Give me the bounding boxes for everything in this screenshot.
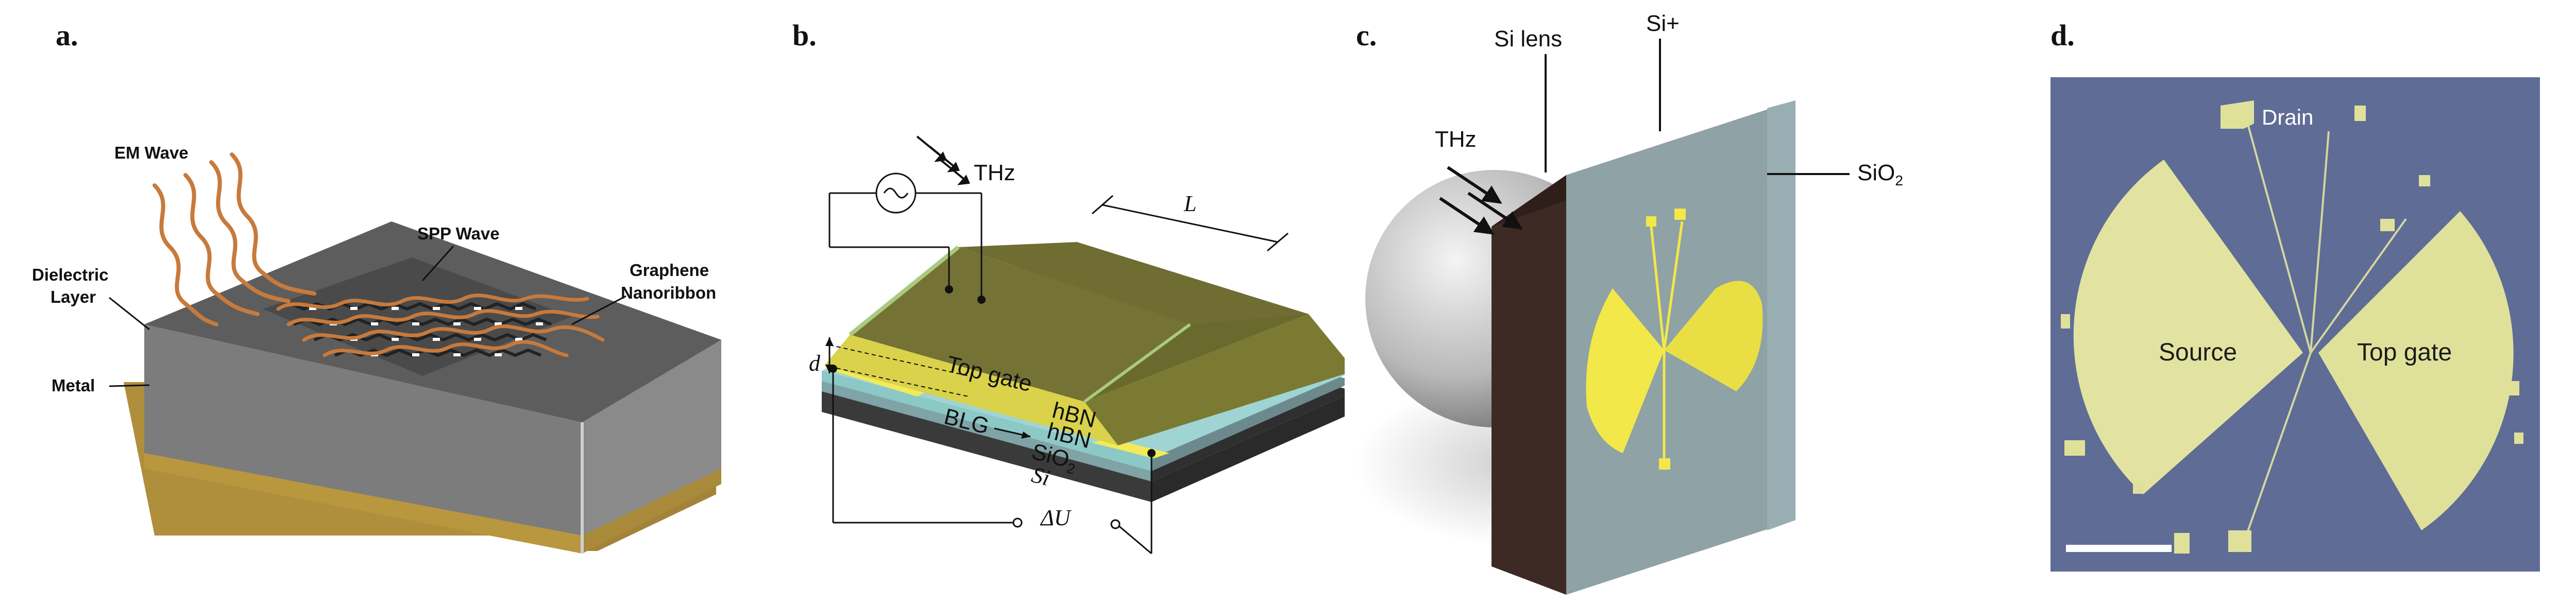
graphene-label-2: Nanoribbon: [621, 283, 716, 302]
small-pads: [2061, 175, 2523, 554]
top-gate-pad: [2318, 211, 2514, 530]
si-lens-label: Si lens: [1494, 26, 1562, 51]
top-gate-label: Top gate: [2357, 339, 2452, 366]
panel-a-diagram: a. E: [32, 19, 721, 554]
si-plus-label: Si+: [1646, 11, 1680, 36]
delta-u-label: ΔU: [1040, 505, 1072, 530]
gate-ridge-face: [850, 247, 1190, 402]
source-label: Source: [2159, 339, 2237, 366]
gate-front-bevel: [824, 335, 1118, 445]
panel-b: b. THz: [762, 0, 1345, 604]
thz-arrows: [1439, 166, 1523, 235]
thz-label: THz: [974, 160, 1015, 185]
panel-b-diagram: b. THz: [792, 19, 1345, 555]
spp-leader: [421, 245, 454, 282]
hbn-bottom-front: [822, 371, 1151, 471]
gate-edge-left: [849, 245, 960, 337]
scale-bar: [2066, 545, 2172, 552]
drain-label: Drain: [2262, 105, 2313, 129]
gap-label: d: [809, 351, 821, 376]
bowtie-antenna: [1586, 209, 1763, 470]
gate-edge-mid: [1083, 323, 1191, 403]
dielectric-leader: [109, 297, 150, 331]
metal-label: Metal: [52, 376, 95, 395]
sio2-front: [822, 381, 1151, 481]
panel-c-diagram: c. THz Si lens Si+ SiO2: [1355, 11, 1903, 595]
sio2-edge: [1767, 100, 1795, 530]
thz-arrows: [916, 135, 970, 185]
panel-b-label: b.: [792, 19, 817, 52]
dielectric-label-1: Dielectric: [32, 265, 109, 284]
gate-side-bevel: [1084, 314, 1345, 445]
panel-d-diagram: d. Drain Source Top gate: [2050, 19, 2540, 572]
traces: [2245, 118, 2407, 536]
drain-pad: [2221, 100, 2254, 129]
spp-wave-label: SPP Wave: [417, 224, 500, 243]
ac-source-circuit: [828, 192, 1153, 555]
dielectric-front: [144, 324, 582, 536]
panel-d: d. Drain Source Top gate: [1958, 0, 2576, 604]
spp-waves: [276, 294, 605, 357]
em-wave-label: EM Wave: [114, 143, 189, 162]
dielectric-label-2: Layer: [50, 287, 96, 306]
gate-ridge: [958, 242, 1309, 324]
terminal-right: [1110, 519, 1121, 529]
dielectric-side: [582, 340, 721, 536]
source-pad: [2073, 160, 2303, 494]
panel-a-label: a.: [56, 19, 78, 52]
si-substrate-side: [1151, 395, 1345, 502]
panel-c-label: c.: [1356, 19, 1377, 52]
metal-strip-side: [582, 469, 721, 554]
em-waves: [152, 152, 316, 326]
si-plus-side: [1492, 175, 1566, 595]
contact-dot-1: [945, 285, 953, 294]
length-label: L: [1183, 191, 1196, 216]
panel-d-label: d.: [2050, 19, 2075, 52]
terminal-left: [1012, 517, 1023, 528]
si-substrate-front: [822, 391, 1151, 502]
length-arrow: [1102, 204, 1278, 243]
contact-dot-4: [1147, 449, 1156, 457]
metal-strip-front: [144, 453, 582, 554]
ac-wave-glyph: [883, 187, 909, 199]
sio2-label: SiO2: [1857, 160, 1903, 188]
panel-c: c. THz Si lens Si+ SiO2: [1345, 0, 1958, 604]
panel-a: a. E: [0, 0, 762, 604]
contact-dot-2: [977, 296, 986, 304]
thz-label: THz: [1435, 127, 1477, 152]
metal-leader: [109, 384, 150, 387]
graphene-label-1: Graphene: [630, 261, 709, 280]
graphene-leader: [571, 295, 626, 325]
